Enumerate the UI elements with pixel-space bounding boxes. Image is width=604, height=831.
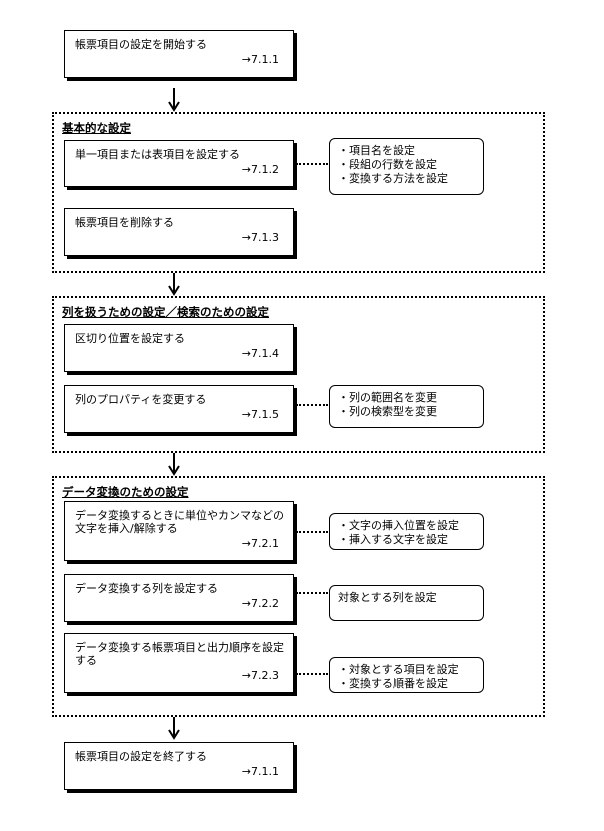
step-text: データ変換する列を設定する [75, 582, 218, 595]
step-box: 列のプロパティを変更する →7.1.5 [64, 385, 294, 433]
step-box: データ変換する列を設定する →7.2.2 [64, 574, 294, 622]
group-data-conversion-settings: データ変換のための設定 [52, 476, 545, 717]
note-box: ・列の範囲名を変更 ・列の検索型を変更 [329, 385, 484, 428]
start-ref: →7.1.1 [241, 53, 279, 66]
end-text: 帳票項目の設定を終了する [75, 750, 207, 763]
note-box: ・対象とする項目を設定 ・変換する順番を設定 [329, 657, 484, 693]
note-item: 対象とする列を設定 [338, 591, 437, 604]
connector-dots [296, 592, 328, 594]
step-box: 区切り位置を設定する →7.1.4 [64, 324, 294, 372]
step-text: 帳票項目を削除する [75, 216, 174, 229]
group-title: データ変換のための設定 [62, 485, 189, 499]
step-text: データ変換する帳票項目と出力順序を設定する [75, 641, 284, 667]
group-column-search-settings: 列を扱うための設定／検索のための設定 [52, 296, 545, 453]
note-item: ・列の検索型を変更 [338, 405, 437, 418]
step-ref: →7.1.5 [241, 408, 279, 421]
start-box: 帳票項目の設定を開始する →7.1.1 [64, 30, 294, 78]
step-box: データ変換するときに単位やカンマなどの文字を挿入/解除する →7.2.1 [64, 501, 294, 561]
note-item: ・列の範囲名を変更 [338, 391, 437, 404]
connector-dots [296, 531, 328, 533]
step-ref: →7.2.1 [241, 537, 279, 550]
note-item: ・文字の挿入位置を設定 [338, 519, 459, 532]
note-item: ・段組の行数を設定 [338, 158, 437, 171]
note-item: ・項目名を設定 [338, 144, 415, 157]
step-ref: →7.2.2 [241, 597, 279, 610]
connector-dots [296, 404, 328, 406]
step-text: データ変換するときに単位やカンマなどの文字を挿入/解除する [75, 509, 284, 535]
note-box: ・項目名を設定 ・段組の行数を設定 ・変換する方法を設定 [329, 138, 484, 195]
start-text: 帳票項目の設定を開始する [75, 38, 207, 51]
step-box: データ変換する帳票項目と出力順序を設定する →7.2.3 [64, 633, 294, 693]
end-box: 帳票項目の設定を終了する →7.1.1 [64, 742, 294, 790]
step-text: 単一項目または表項目を設定する [75, 148, 240, 161]
note-item: ・変換する順番を設定 [338, 677, 448, 690]
step-ref: →7.1.4 [241, 347, 279, 360]
step-text: 列のプロパティを変更する [75, 393, 207, 406]
group-title: 列を扱うための設定／検索のための設定 [62, 305, 269, 319]
note-item: ・対象とする項目を設定 [338, 663, 459, 676]
step-box: 単一項目または表項目を設定する →7.1.2 [64, 140, 294, 187]
step-ref: →7.1.2 [241, 163, 279, 176]
end-ref: →7.1.1 [241, 765, 279, 778]
step-box: 帳票項目を削除する →7.1.3 [64, 208, 294, 256]
connector-dots [296, 163, 328, 165]
note-box: ・文字の挿入位置を設定 ・挿入する文字を設定 [329, 513, 484, 550]
connector-dots [296, 673, 328, 675]
group-basic-settings: 基本的な設定 [52, 112, 545, 273]
step-ref: →7.2.3 [241, 669, 279, 682]
step-text: 区切り位置を設定する [75, 332, 185, 345]
group-title: 基本的な設定 [62, 121, 131, 135]
step-ref: →7.1.3 [241, 231, 279, 244]
note-item: ・挿入する文字を設定 [338, 533, 448, 546]
note-box: 対象とする列を設定 [329, 585, 484, 621]
note-item: ・変換する方法を設定 [338, 172, 448, 185]
